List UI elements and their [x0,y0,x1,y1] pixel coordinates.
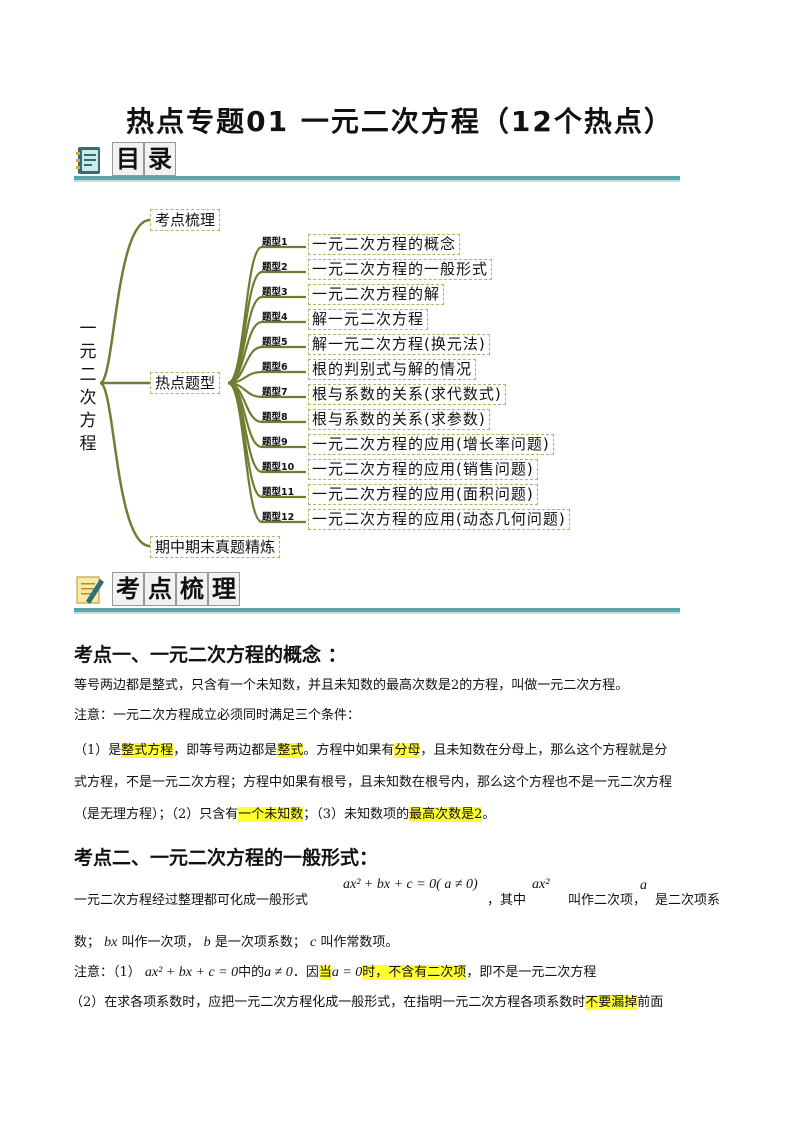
topic-item[interactable]: 一元二次方程的应用(动态几何问题) [308,509,570,530]
kp2-note1: 注意：（1） ax² + bx + c = 0中的a ≠ 0．因当a = 0时，… [74,965,597,980]
book-icon [76,147,100,174]
quadratic-term: ax² [532,877,550,892]
kp1-title: 考点一、一元二次方程的概念 ： [74,644,347,666]
kp1-note: 注意：一元二次方程成立必须同时满足三个条件： [74,708,361,723]
topic-item[interactable]: 根的判别式与解的情况 [308,359,477,380]
topic-item[interactable]: 解一元二次方程(换元法) [308,334,490,355]
topic-tag: 题型3 [262,287,288,298]
kp2-note2: （2）在求各项系数时，应把一元二次方程化成一般形式，在指明一元二次方程各项系数时… [70,995,664,1010]
topic-item[interactable]: 根与系数的关系(求参数) [308,409,490,430]
topic-tag: 题型6 [262,362,288,373]
section-header: 考 点 梳 理 [74,572,240,606]
kp2-title: 考点二、一元二次方程的一般形式： [74,847,379,869]
topic-tag: 题型9 [262,437,288,448]
kp1-condition-line3: （是无理方程）；（2）只含有一个未知数；（3）未知数项的最高次数是2。 [74,807,496,822]
branch-redian[interactable]: 热点题型 [150,372,221,394]
branch-qimo[interactable]: 期中期末真题精炼 [150,536,281,558]
section-divider [74,608,680,614]
kp1-condition-line1: （1）是整式方程，即等号两边都是整式。方程中如果有分母，且未知数在分母上，那么这… [74,743,668,758]
page-title: 热点专题01 一元二次方程（12个热点） [126,105,674,138]
topic-item[interactable]: 一元二次方程的概念 [308,234,461,255]
mindmap-root: 一元二 次方程 [79,319,97,454]
topic-item[interactable]: 一元二次方程的应用(销售问题) [308,459,538,480]
topic-item[interactable]: 一元二次方程的解 [308,284,445,305]
kp2-line2: 数； bx 叫作一次项， b 是一次项系数； c 叫作常数项。 [74,935,399,950]
topic-tag: 题型8 [262,412,288,423]
topic-item[interactable]: 一元二次方程的应用(面积问题) [308,484,538,505]
topic-tag: 题型1 [262,237,288,248]
topic-tag: 题型2 [262,262,288,273]
topic-item[interactable]: 一元二次方程的一般形式 [308,259,493,280]
topic-item[interactable]: 一元二次方程的应用(增长率问题) [308,434,554,455]
topic-tag: 题型7 [262,387,288,398]
topic-tag: 题型4 [262,312,288,323]
topic-tag: 题型11 [262,487,295,498]
topic-tag: 题型10 [262,462,295,473]
topic-item[interactable]: 解一元二次方程 [308,309,429,330]
toc-divider [74,176,680,182]
kp1-condition-line2: 式方程，不是一元二次方程；方程中如果有根号，且未知数在根号内，那么这个方程也不是… [74,775,673,790]
toc-header: 目 录 [74,142,176,176]
section-heading: 考 点 梳 理 [112,572,240,606]
branch-kaodian[interactable]: 考点梳理 [150,209,221,231]
topic-tag: 题型12 [262,512,295,523]
toc-heading: 目 录 [112,142,176,176]
general-form-formula: ax² + bx + c = 0( a ≠ 0) [343,877,478,892]
topic-connector [227,381,306,524]
kp1-definition: 等号两边都是整式，只含有一个未知数，并且未知数的最高次数是2的方程，叫做一元二次… [74,678,629,693]
topic-item[interactable]: 根与系数的关系(求代数式) [308,384,506,405]
pencil-note-icon [76,576,104,604]
topic-tag: 题型5 [262,337,288,348]
kp2-line1: 一元二次方程经过整理都可化成一般形式 [74,893,309,908]
